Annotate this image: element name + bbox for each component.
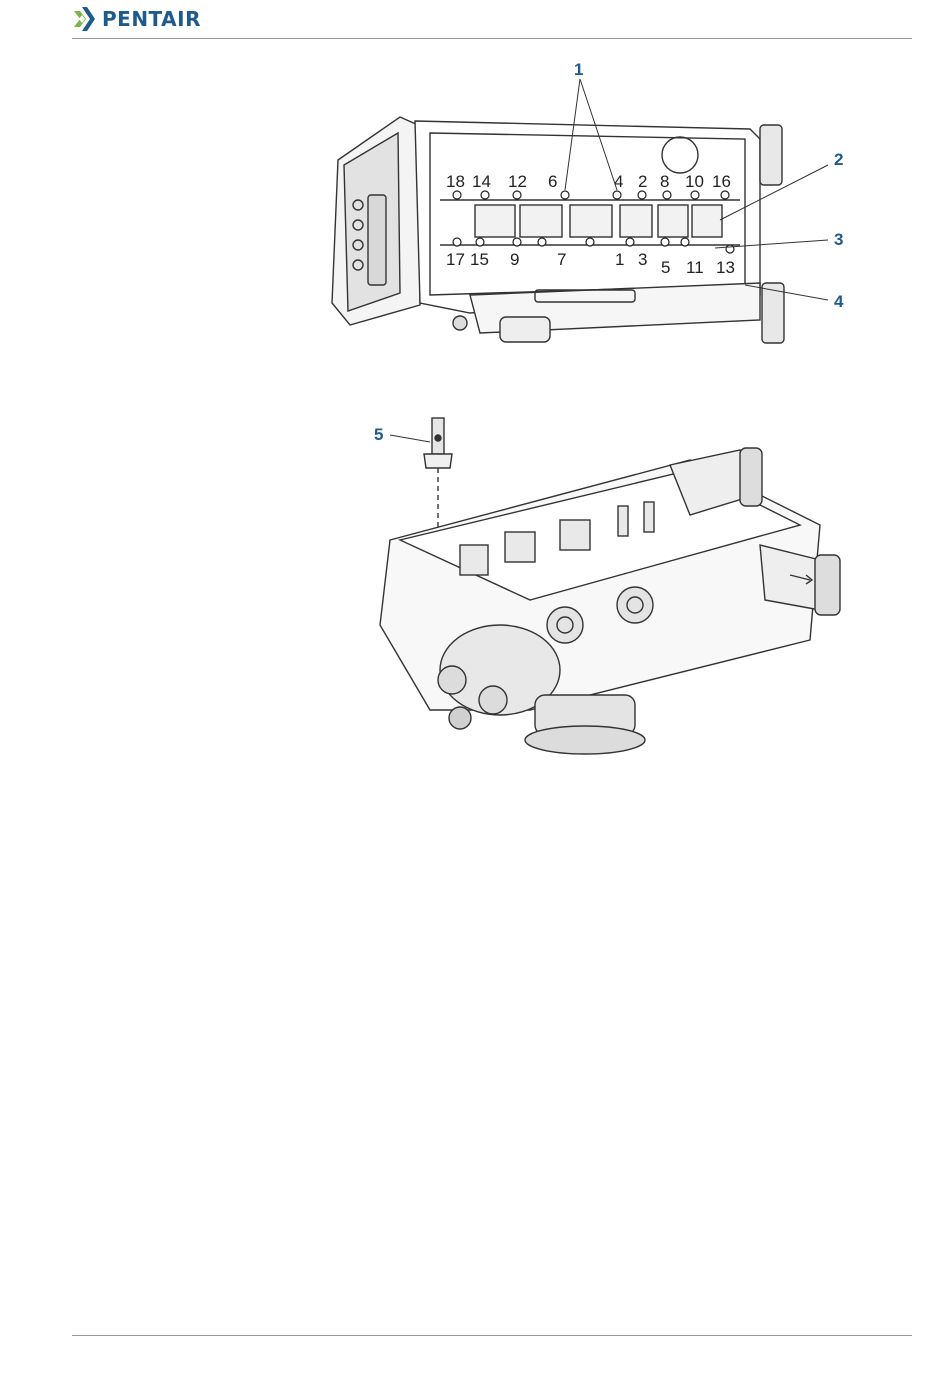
port-label: 5 bbox=[661, 258, 670, 277]
port-label: 17 bbox=[446, 250, 465, 269]
port-label: 16 bbox=[712, 172, 731, 191]
port-label: 13 bbox=[716, 258, 735, 277]
port-label: 18 bbox=[446, 172, 465, 191]
port-label: 1 bbox=[615, 250, 624, 269]
callout-1: 1 bbox=[574, 60, 583, 79]
callout-2: 2 bbox=[834, 150, 843, 169]
pentair-logo: PENTAIR bbox=[72, 3, 201, 35]
brand-name: PENTAIR bbox=[102, 7, 201, 31]
page-header: PENTAIR bbox=[0, 0, 950, 42]
port-label: 8 bbox=[660, 172, 669, 191]
port-label: 9 bbox=[510, 250, 519, 269]
header-rule bbox=[72, 38, 912, 39]
port-label: 10 bbox=[685, 172, 704, 191]
valve-top-view-figure: 18 14 12 6 4 2 8 10 16 17 15 9 7 1 3 5 1… bbox=[320, 55, 860, 355]
valve-isometric-figure: 5 bbox=[360, 410, 860, 760]
port-label: 2 bbox=[638, 172, 647, 191]
port-label: 15 bbox=[470, 250, 489, 269]
footer-rule bbox=[72, 1335, 912, 1336]
port-label: 14 bbox=[472, 172, 491, 191]
port-label: 7 bbox=[557, 250, 566, 269]
port-label: 6 bbox=[548, 172, 557, 191]
port-label: 3 bbox=[638, 250, 647, 269]
callout-3: 3 bbox=[834, 230, 843, 249]
callout-4: 4 bbox=[834, 292, 844, 311]
pentair-logo-icon bbox=[72, 5, 96, 33]
port-label: 4 bbox=[614, 172, 623, 191]
port-label: 12 bbox=[508, 172, 527, 191]
callout-5: 5 bbox=[374, 425, 383, 444]
port-label: 11 bbox=[686, 258, 704, 277]
